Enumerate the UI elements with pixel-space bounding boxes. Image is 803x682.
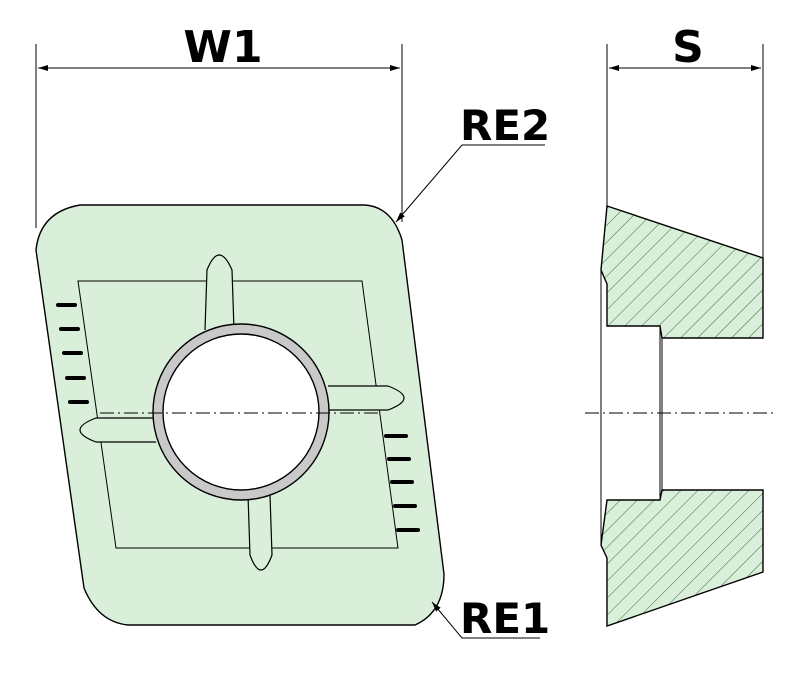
w1-label: W1	[183, 22, 262, 73]
bore-lines	[600, 270, 663, 545]
re1-label: RE1	[460, 594, 550, 643]
re1-leader	[431, 601, 540, 639]
section-lower	[600, 489, 764, 627]
mounting-hole	[162, 333, 320, 491]
lobe-left	[79, 417, 156, 443]
top-view: W1	[35, 22, 550, 643]
re2-leader	[395, 144, 545, 223]
s-label: S	[672, 22, 704, 73]
lobe-bottom	[247, 494, 273, 571]
inner-land-outline	[77, 280, 399, 549]
chip-breaker-lobes	[79, 254, 405, 571]
side-section-view: S	[585, 22, 775, 627]
lobe-right	[328, 385, 405, 411]
edge-marks-right	[384, 434, 420, 532]
edge-marks-left	[56, 303, 89, 404]
section-upper	[600, 205, 764, 339]
re2-label: RE2	[460, 101, 550, 150]
lobe-top	[204, 254, 235, 331]
